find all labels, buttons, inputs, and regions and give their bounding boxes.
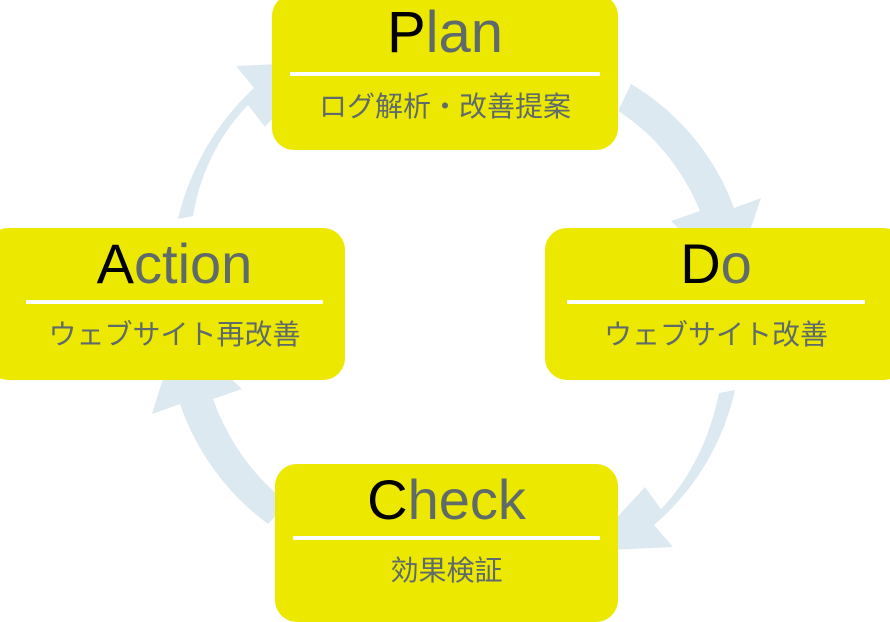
phase-title-do: Do (567, 232, 865, 296)
phase-title-initial-plan: P (386, 0, 426, 65)
phase-subtitle-plan: ログ解析・改善提案 (318, 91, 571, 122)
phase-subtitle-do: ウェブサイト改善 (603, 319, 828, 350)
phase-title-action: Action (26, 232, 323, 296)
phase-title-rest-do: o (720, 232, 752, 295)
phase-title-rest-check: heck (407, 468, 526, 531)
phase-title-initial-do: D (680, 232, 721, 295)
phase-title-plan: Plan (290, 0, 600, 68)
phase-title-check: Check (293, 468, 600, 532)
phase-card-check: Check 効果検証 (275, 464, 618, 622)
phase-divider-action (26, 300, 323, 304)
phase-title-rest-plan: lan (425, 0, 504, 65)
phase-card-plan: Plan ログ解析・改善提案 (272, 0, 618, 150)
phase-divider-do (567, 300, 865, 304)
phase-card-action: Action ウェブサイト再改善 (0, 228, 345, 380)
phase-subtitle-action: ウェブサイト再改善 (48, 319, 301, 350)
phase-divider-plan (290, 72, 600, 76)
phase-divider-check (293, 536, 600, 540)
phase-card-do: Do ウェブサイト改善 (545, 228, 890, 380)
phase-subtitle-check: 効果検証 (390, 555, 503, 586)
phase-title-initial-check: C (367, 468, 408, 531)
phase-title-rest-action: ction (134, 232, 253, 295)
phase-title-initial-action: A (96, 232, 135, 295)
arrow-do-to-check (586, 390, 735, 551)
